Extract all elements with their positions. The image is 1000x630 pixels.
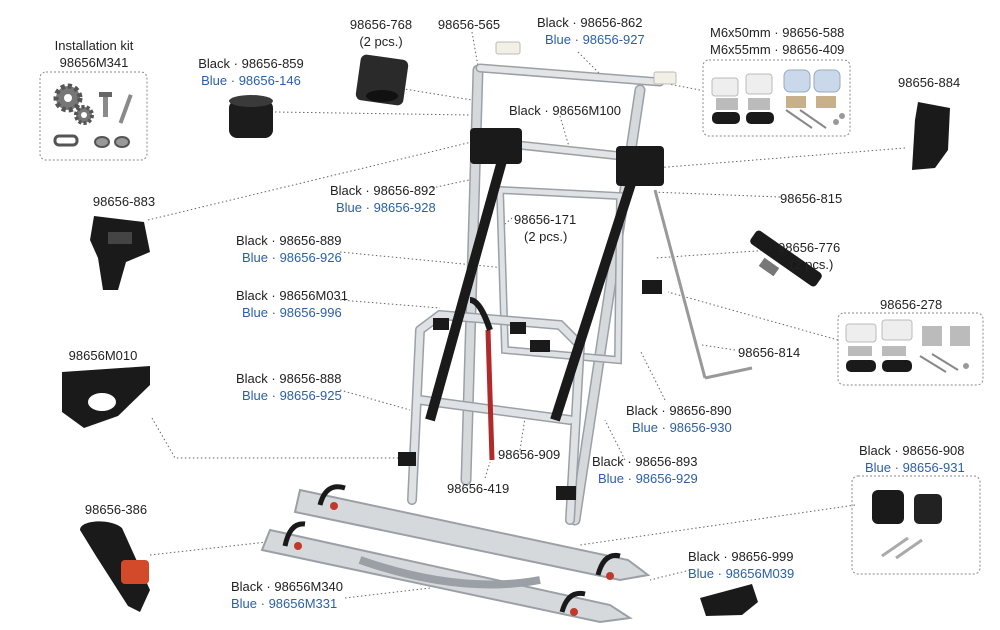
label-565-code: 98656-565 bbox=[437, 17, 501, 32]
bike-carrier-frame bbox=[260, 41, 753, 624]
label-859-black: Black · 98656-859 bbox=[198, 56, 304, 71]
label-888: Black · 98656-888 Blue · 98656-925 bbox=[236, 370, 342, 404]
label-862-blue: Blue · 98656-927 bbox=[545, 32, 645, 47]
screws-kit-box bbox=[702, 59, 851, 137]
kit-278-parts bbox=[845, 319, 970, 373]
label-884-code: 98656-884 bbox=[898, 75, 961, 90]
label-908: Black · 98656-908 Blue · 98656-931 bbox=[859, 442, 965, 476]
strap-386-part bbox=[80, 521, 150, 612]
foam-block-768-part bbox=[355, 54, 409, 106]
chain-icon bbox=[53, 134, 79, 147]
nut-icon bbox=[114, 136, 130, 148]
label-M031-black: Black · 98656M031 bbox=[236, 288, 349, 303]
label-419: 98656-419 bbox=[447, 480, 509, 497]
label-892: Black · 98656-892 Blue · 98656-928 bbox=[330, 182, 436, 216]
label-776: 98656-776 (2 pcs.) bbox=[778, 239, 840, 273]
label-768-qty: (2 pcs.) bbox=[359, 34, 403, 49]
label-768-code: 98656-768 bbox=[349, 17, 413, 32]
label-889-blue: Blue · 98656-926 bbox=[242, 250, 342, 265]
label-890-black: Black · 98656-890 bbox=[626, 403, 732, 418]
kit-278-box bbox=[837, 312, 984, 386]
label-386: 98656-386 bbox=[85, 501, 147, 518]
label-M100: Black · 98656M100 bbox=[509, 102, 621, 119]
label-909-code: 98656-909 bbox=[498, 447, 561, 462]
label-409: M6x55mm · 98656-409 bbox=[710, 42, 845, 57]
label-588-409: M6x50mm · 98656-588 M6x55mm · 98656-409 bbox=[710, 24, 844, 58]
label-815-code: 98656-815 bbox=[780, 191, 843, 206]
kit-title: Installation kit bbox=[54, 38, 134, 53]
label-890-blue: Blue · 98656-930 bbox=[632, 420, 732, 435]
label-386-code: 98656-386 bbox=[84, 502, 148, 517]
screw-icon bbox=[118, 94, 133, 124]
label-889-black: Black · 98656-889 bbox=[236, 233, 342, 248]
label-888-black: Black · 98656-888 bbox=[236, 371, 342, 386]
holder-M010-part bbox=[62, 366, 150, 428]
label-859: Black · 98656-859 Blue · 98656-146 bbox=[198, 55, 304, 89]
label-884: 98656-884 bbox=[898, 74, 960, 91]
label-776-qty: (2 pcs.) bbox=[790, 257, 834, 272]
label-M340: Black · 98656M340 Blue · 98656M331 bbox=[231, 578, 343, 612]
label-893-blue: Blue · 98656-929 bbox=[598, 471, 698, 486]
label-859-blue: Blue · 98656-146 bbox=[201, 73, 301, 88]
cover-884-part bbox=[912, 102, 950, 170]
label-888-blue: Blue · 98656-925 bbox=[242, 388, 342, 403]
screws-kit-588-parts bbox=[711, 69, 845, 129]
kit-908-parts bbox=[872, 490, 942, 560]
label-M010: 98656M010 bbox=[69, 347, 138, 364]
label-892-blue: Blue · 98656-928 bbox=[336, 200, 436, 215]
label-M340-blue: Blue · 98656M331 bbox=[231, 596, 338, 611]
bushing-859-part bbox=[229, 95, 273, 138]
label-814: 98656-814 bbox=[738, 344, 800, 361]
installation-kit-parts bbox=[53, 83, 133, 148]
label-419-code: 98656-419 bbox=[447, 481, 510, 496]
label-893: Black · 98656-893 Blue · 98656-929 bbox=[592, 453, 698, 487]
label-999: Black · 98656-999 Blue · 98656M039 bbox=[688, 548, 794, 582]
label-999-black: Black · 98656-999 bbox=[688, 549, 794, 564]
installation-kit-box bbox=[39, 71, 148, 161]
label-909: 98656-909 bbox=[498, 446, 560, 463]
label-M031-blue: Blue · 98656-996 bbox=[242, 305, 342, 320]
label-768: 98656-768 (2 pcs.) bbox=[350, 16, 412, 50]
label-890: Black · 98656-890 Blue · 98656-930 bbox=[626, 402, 732, 436]
label-278-code: 98656-278 bbox=[880, 297, 943, 312]
label-565: 98656-565 bbox=[438, 16, 500, 33]
kit-908-box bbox=[851, 475, 981, 575]
label-M100-black: Black · 98656M100 bbox=[509, 103, 622, 118]
label-588: M6x50mm · 98656-588 bbox=[710, 25, 845, 40]
label-M031: Black · 98656M031 Blue · 98656-996 bbox=[236, 287, 348, 321]
label-862: Black · 98656-862 Blue · 98656-927 bbox=[537, 14, 645, 48]
label-892-black: Black · 98656-892 bbox=[330, 183, 436, 198]
label-815: 98656-815 bbox=[780, 190, 842, 207]
nut-icon bbox=[94, 136, 110, 148]
label-171-qty: (2 pcs.) bbox=[524, 229, 568, 244]
kit-code: 98656M341 bbox=[59, 55, 129, 70]
label-908-black: Black · 98656-908 bbox=[859, 443, 965, 458]
label-M010-code: 98656M010 bbox=[68, 348, 138, 363]
label-814-code: 98656-814 bbox=[738, 345, 801, 360]
bolt-icon bbox=[103, 95, 108, 117]
label-889: Black · 98656-889 Blue · 98656-926 bbox=[236, 232, 342, 266]
label-883-code: 98656-883 bbox=[92, 194, 156, 209]
label-883: 98656-883 bbox=[93, 193, 155, 210]
label-999-blue: Blue · 98656M039 bbox=[688, 566, 795, 581]
clamp-883-part bbox=[90, 216, 150, 290]
label-278: 98656-278 bbox=[880, 296, 942, 313]
pad-999-part bbox=[700, 584, 758, 616]
label-776-code: 98656-776 bbox=[778, 240, 841, 255]
label-893-black: Black · 98656-893 bbox=[592, 454, 698, 469]
label-171-code: 98656-171 bbox=[514, 212, 577, 227]
label-862-black: Black · 98656-862 bbox=[537, 15, 643, 30]
strap-776-part bbox=[750, 230, 822, 287]
label-installation-kit: Installation kit 98656M341 bbox=[55, 37, 134, 71]
label-M340-black: Black · 98656M340 bbox=[231, 579, 344, 594]
label-171: 98656-171 (2 pcs.) bbox=[514, 211, 576, 245]
label-908-blue: Blue · 98656-931 bbox=[865, 460, 965, 475]
